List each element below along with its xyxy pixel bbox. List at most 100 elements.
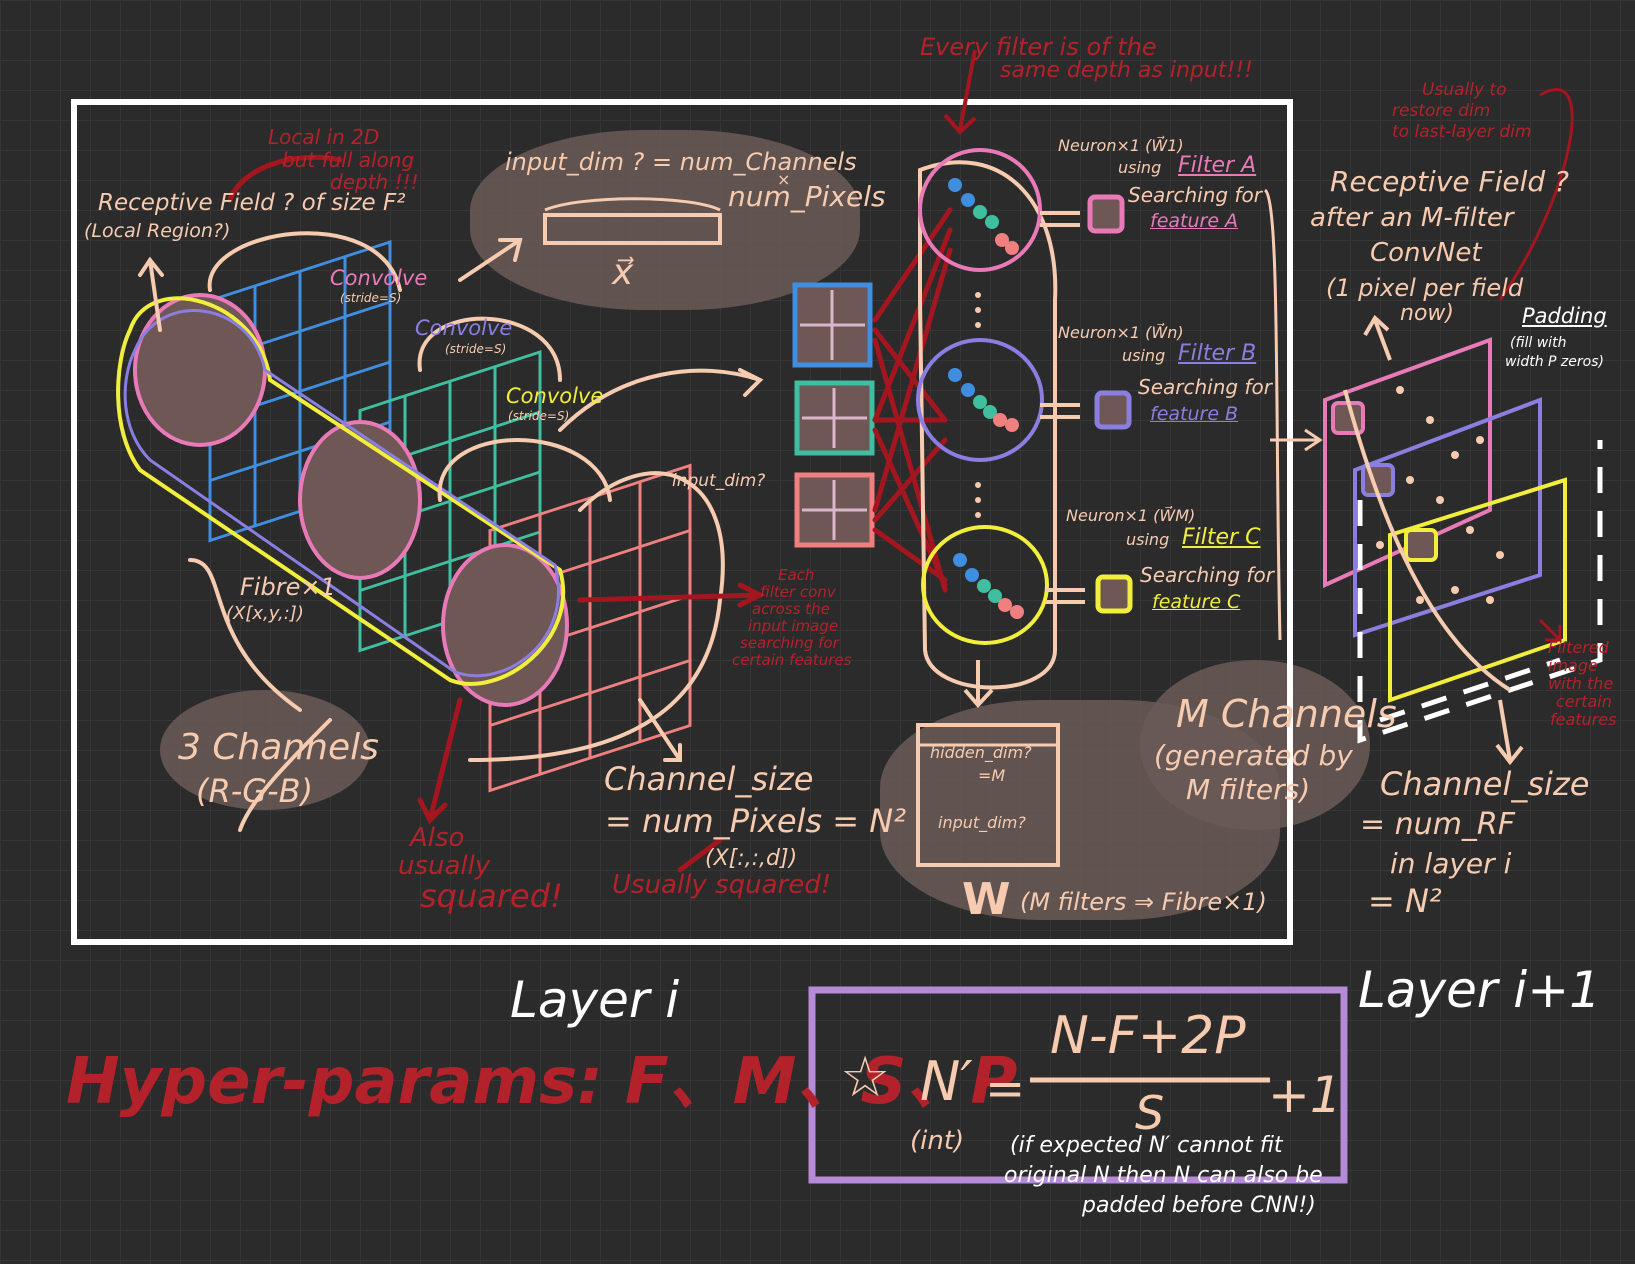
searching-a: Searching for bbox=[1128, 183, 1262, 207]
formula-lhs: N′ bbox=[920, 1050, 973, 1113]
feature-c-label: feature C bbox=[1152, 591, 1241, 613]
local-region-label: (Local Region?) bbox=[84, 220, 231, 242]
local-2d-line1: Local in 2D bbox=[268, 125, 380, 149]
padding-3: width P zeros) bbox=[1505, 354, 1604, 370]
formula-note-3: padded before CNN!) bbox=[1082, 1193, 1316, 1218]
rf-line1: Receptive Field ? bbox=[1330, 165, 1569, 198]
formula-note-2: original N then N can also be bbox=[1004, 1163, 1323, 1188]
filter-note-6: certain features bbox=[732, 651, 852, 669]
filter-note-3: across the bbox=[752, 600, 830, 618]
input-dim-line2: num_Pixels bbox=[728, 180, 886, 213]
rf-line2: after an M-filter bbox=[1310, 203, 1514, 233]
formula-eq: = bbox=[985, 1061, 1026, 1117]
filtered-4: certain bbox=[1556, 692, 1612, 711]
filtered-1: Filtered bbox=[1548, 638, 1609, 657]
local-2d-line2: but full along bbox=[282, 148, 415, 172]
neuron-column bbox=[918, 160, 1058, 690]
filter-note-4: input image bbox=[748, 617, 839, 635]
filter-note-5: searching for bbox=[740, 634, 839, 652]
filter-c-label: Filter C bbox=[1182, 525, 1261, 550]
channel-size-1: Channel_size bbox=[604, 760, 814, 798]
searching-b: Searching for bbox=[1138, 375, 1272, 399]
input-dim-q: input_dim? bbox=[672, 471, 766, 491]
channel-size-2: = num_Pixels = N² bbox=[605, 802, 907, 840]
stride-label-1: (stride=S) bbox=[340, 291, 402, 305]
input-dim-times: × bbox=[777, 170, 791, 189]
channel-size-3: (X[:,:,d]) bbox=[705, 846, 798, 871]
every-filter-2: same depth as input!!! bbox=[1000, 58, 1253, 83]
input-dim-blob bbox=[470, 130, 860, 310]
w-input-dim: input_dim? bbox=[938, 813, 1026, 832]
neuron-dots bbox=[948, 178, 1024, 619]
neuron-c-using: using bbox=[1126, 530, 1170, 549]
input-dim-line1: input_dim ? = num_Channels bbox=[505, 148, 857, 176]
fibre-label: Fibre×1 bbox=[240, 573, 336, 601]
searching-c: Searching for bbox=[1140, 563, 1274, 587]
layer-i-frame bbox=[71, 99, 1293, 945]
w-matrix-box bbox=[916, 723, 1060, 867]
hyper-params-label: Hyper-params: F、M、S、P bbox=[66, 1045, 1018, 1119]
restore-3: to last-layer dim bbox=[1392, 122, 1532, 142]
output-squares bbox=[1087, 194, 1133, 614]
padding-1: Padding bbox=[1522, 304, 1607, 328]
formula-lhs-note: (int) bbox=[910, 1126, 965, 1156]
local-2d-line3: depth !!! bbox=[330, 170, 419, 194]
fibre-index: (X[x,y,:]) bbox=[226, 603, 304, 624]
m-channels-3: M filters) bbox=[1186, 773, 1311, 806]
channels-rgb: (R-G-B) bbox=[196, 772, 314, 810]
receptive-field-label: Receptive Field ? of size F² bbox=[98, 190, 406, 216]
m-channels-2: (generated by bbox=[1154, 739, 1353, 772]
usually-squared: Usually squared! bbox=[612, 870, 832, 900]
vector-x: x⃗ bbox=[612, 252, 634, 293]
feature-a-label: feature A bbox=[1150, 210, 1239, 232]
m-channels-blob bbox=[1140, 660, 1370, 830]
padding-2: (fill with bbox=[1510, 335, 1567, 351]
filter-b-label: Filter B bbox=[1178, 341, 1257, 366]
convolve-label-1: Convolve bbox=[330, 266, 428, 290]
w-note: (M filters ⇒ Fibre×1) bbox=[1020, 888, 1267, 916]
restore-2: restore dim bbox=[1392, 101, 1491, 121]
also-squared-3: squared! bbox=[420, 877, 563, 915]
output-planes bbox=[1323, 337, 1567, 703]
filtered-2: image bbox=[1548, 656, 1598, 675]
m-channels-1: M Channels bbox=[1176, 692, 1397, 736]
hidden-dim-2: =M bbox=[978, 766, 1006, 785]
star-icon: ☆ bbox=[840, 1045, 891, 1110]
cs-right-2: = num_RF bbox=[1360, 807, 1516, 842]
receptive-field-tube bbox=[133, 293, 569, 707]
rf-line3: ConvNet bbox=[1370, 238, 1482, 268]
w-big-label: W bbox=[962, 874, 1011, 925]
rf-line5: now) bbox=[1400, 301, 1454, 326]
rf-line4: (1 pixel per field bbox=[1326, 274, 1524, 302]
x-vector-bar bbox=[543, 213, 722, 245]
formula-plus-one: +1 bbox=[1268, 1066, 1342, 1124]
filter-note-2: filter conv bbox=[760, 583, 836, 601]
stride-label-3: (stride=S) bbox=[508, 409, 570, 423]
neuron-c-label: Neuron×1 (W⃗M) bbox=[1066, 506, 1196, 525]
formula-denominator: S bbox=[1135, 1086, 1165, 1140]
cs-right-1: Channel_size bbox=[1380, 765, 1590, 803]
filter-a-label: Filter A bbox=[1178, 153, 1257, 178]
convolve-label-2: Convolve bbox=[415, 316, 513, 340]
filtered-3: with the bbox=[1548, 674, 1614, 693]
formula-numerator: N-F+2P bbox=[1050, 1006, 1246, 1066]
layer-i-label: Layer i bbox=[510, 971, 680, 1029]
also-squared-2: usually bbox=[398, 851, 491, 881]
neuron-b-using: using bbox=[1122, 346, 1166, 365]
also-squared-1: Also bbox=[410, 823, 465, 853]
cs-right-3: in layer i bbox=[1390, 847, 1512, 880]
layer-next-label: Layer i+1 bbox=[1358, 961, 1601, 1019]
feature-b-label: feature B bbox=[1150, 403, 1239, 425]
formula-note-1: (if expected N′ cannot fit bbox=[1010, 1133, 1283, 1158]
filtered-5: features bbox=[1550, 710, 1617, 729]
every-filter-1: Every filter is of the bbox=[920, 33, 1157, 61]
stride-label-2: (stride=S) bbox=[445, 342, 507, 356]
hidden-dim-1: hidden_dim? bbox=[930, 743, 1032, 762]
neuron-a-label: Neuron×1 (W⃗1) bbox=[1058, 136, 1184, 155]
channels-label: 3 Channels bbox=[178, 727, 379, 768]
convolve-label-3: Convolve bbox=[506, 384, 604, 408]
filter-note-1: Each bbox=[778, 566, 815, 584]
restore-1: Usually to bbox=[1422, 80, 1507, 100]
